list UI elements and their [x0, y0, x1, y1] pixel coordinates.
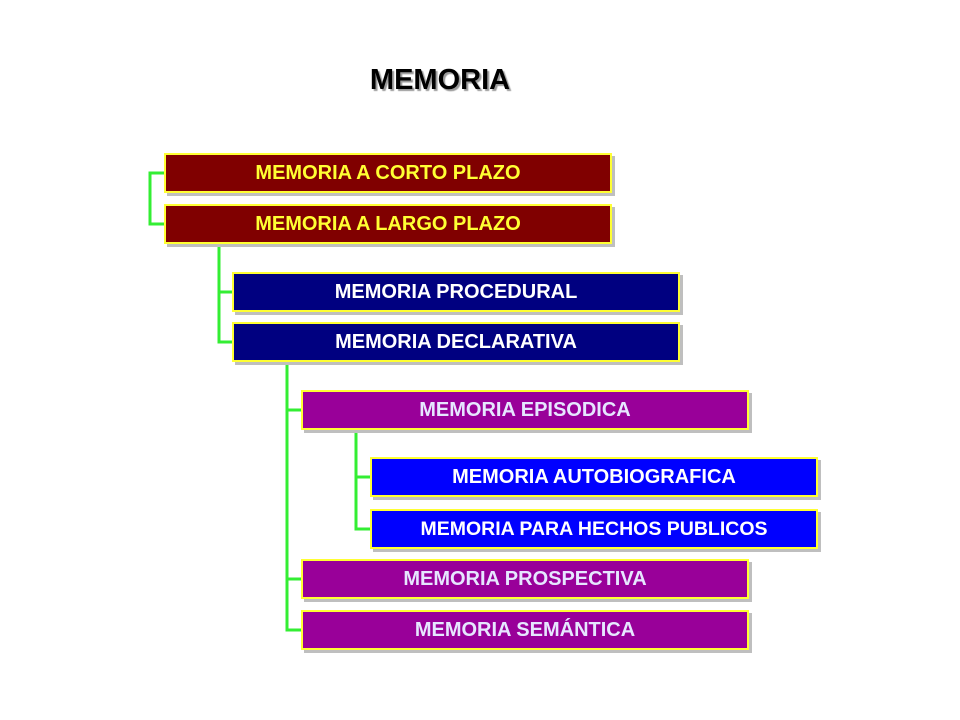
connector-root [148, 171, 166, 226]
node-memoria-declarativa[interactable]: MEMORIA DECLARATIVA [232, 322, 680, 362]
node-memoria-hechos-publicos[interactable]: MEMORIA PARA HECHOS PUBLICOS [370, 509, 818, 549]
connector-episodica [354, 429, 372, 531]
node-memoria-procedural[interactable]: MEMORIA PROCEDURAL [232, 272, 680, 312]
node-memoria-corto-plazo[interactable]: MEMORIA A CORTO PLAZO [164, 153, 612, 193]
diagram-title: MEMORIA [369, 64, 511, 96]
connector-largo-plazo [217, 243, 234, 344]
connector-declarativa [285, 361, 303, 632]
node-memoria-largo-plazo[interactable]: MEMORIA A LARGO PLAZO [164, 204, 612, 244]
node-memoria-semantica[interactable]: MEMORIA SEMÁNTICA [301, 610, 749, 650]
node-memoria-episodica[interactable]: MEMORIA EPISODICA [301, 390, 749, 430]
node-memoria-autobiografica[interactable]: MEMORIA AUTOBIOGRAFICA [370, 457, 818, 497]
node-memoria-prospectiva[interactable]: MEMORIA PROSPECTIVA [301, 559, 749, 599]
